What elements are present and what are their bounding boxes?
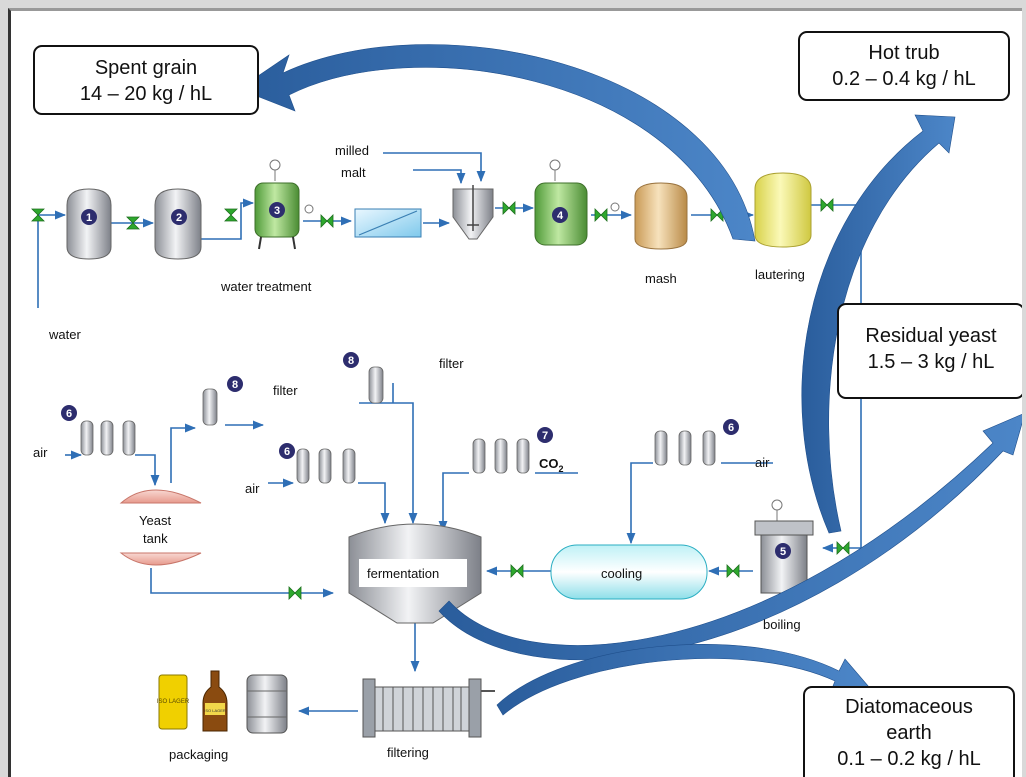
label-lautering: lautering: [755, 267, 805, 282]
label-filter-2: filter: [439, 356, 464, 371]
filter-press: [362, 678, 495, 738]
water-tank-1: 1: [66, 188, 112, 260]
badge-1: [81, 209, 97, 225]
callout-hot-trub: Hot trub 0.2 – 0.4 kg / hL: [798, 31, 1010, 101]
mash-tank: [634, 182, 688, 250]
badge-3: [269, 202, 285, 218]
callout-diatomaceous-title-2: earth: [886, 722, 932, 744]
pressure-gauge-icon: [771, 499, 783, 511]
label-filtering: filtering: [387, 745, 429, 760]
beer-can-icon: [158, 674, 188, 730]
filter-cartridges: [80, 366, 716, 484]
svg-text:2: 2: [176, 212, 182, 224]
beer-keg-icon: [246, 674, 288, 734]
residual-yeast-arrow: [438, 413, 1022, 661]
svg-text:1: 1: [86, 212, 92, 224]
svg-text:3: 3: [274, 205, 280, 217]
label-filter-1: filter: [273, 383, 298, 398]
valves-top: [31, 198, 850, 600]
callout-spent-grain: Spent grain 14 – 20 kg / hL: [33, 45, 259, 115]
svg-text:5: 5: [780, 546, 786, 558]
label-air-3: air: [755, 455, 770, 470]
diagram-frame: 1 2 3 4: [8, 8, 1022, 777]
callout-residual-yeast: Residual yeast 1.5 – 3 kg / hL: [837, 303, 1022, 399]
label-packaging: packaging: [169, 747, 228, 762]
svg-text:7: 7: [542, 430, 548, 442]
pressure-gauge-icon: [304, 204, 314, 214]
callout-diatomaceous-title-1: Diatomaceous: [845, 696, 973, 718]
callout-hot-trub-title: Hot trub: [868, 42, 940, 64]
label-mash: mash: [645, 271, 677, 286]
callout-hot-trub-amount: 0.2 – 0.4 kg / hL: [832, 68, 976, 90]
svg-text:ISO LAGER: ISO LAGER: [204, 708, 226, 713]
cooling-vessel: [550, 544, 708, 600]
label-water-treatment: water treatment: [220, 279, 312, 294]
beer-bottle-icon: [202, 670, 228, 732]
badge-5: [775, 543, 791, 559]
label-air-1: air: [33, 445, 48, 460]
callout-residual-yeast-amount: 1.5 – 3 kg / hL: [867, 351, 995, 373]
label-water: water: [48, 327, 81, 342]
label-milled: milled: [335, 143, 369, 158]
callout-diatomaceous-earth: Diatomaceous earth 0.1 – 0.2 kg / hL: [803, 686, 1015, 777]
water-treatment-vessel: 3: [254, 159, 314, 250]
label-yeast-tank-1: Yeast: [139, 513, 171, 528]
label-fermentation: fermentation: [367, 566, 439, 581]
svg-text:ISO LAGER: ISO LAGER: [157, 699, 190, 705]
label-cooling: cooling: [601, 566, 642, 581]
malt-mixing-vessel: [452, 185, 494, 240]
packaging-products: ISO LAGER ISO LAGER: [157, 670, 288, 734]
svg-text:8: 8: [348, 355, 354, 367]
badge-4: [552, 207, 568, 223]
yeast-tank: [119, 489, 202, 566]
callout-residual-yeast-title: Residual yeast: [865, 325, 997, 347]
svg-text:6: 6: [284, 446, 290, 458]
svg-text:6: 6: [66, 408, 72, 420]
diagram-labels: milled malt water treatment mash lauteri…: [33, 143, 805, 762]
svg-text:8: 8: [232, 379, 238, 391]
pressure-gauge-icon: [549, 159, 561, 171]
pressure-gauge-icon: [269, 159, 281, 171]
boiling-kettle: 5: [754, 499, 814, 594]
callout-spent-grain-amount: 14 – 20 kg / hL: [79, 83, 213, 105]
callout-diatomaceous-amount: 0.1 – 0.2 kg / hL: [837, 748, 981, 770]
label-boiling: boiling: [763, 617, 801, 632]
brewing-process-diagram: 1 2 3 4: [31, 44, 1022, 762]
lautering-tun: [754, 172, 812, 248]
svg-text:6: 6: [728, 422, 734, 434]
label-yeast-tank-2: tank: [143, 531, 168, 546]
badge-2: [171, 209, 187, 225]
hot-trub-arrow: [801, 114, 956, 534]
number-badges: 6 8 8 6 7 6: [61, 352, 739, 459]
label-air-2: air: [245, 481, 260, 496]
label-co2: CO2: [539, 456, 564, 474]
fermentation-vessel: [348, 523, 482, 624]
mash-copper-vessel: 4: [534, 159, 620, 246]
water-tank-2: 2: [154, 188, 202, 260]
pressure-gauge-icon: [610, 202, 620, 212]
label-malt: malt: [341, 165, 366, 180]
callout-spent-grain-title: Spent grain: [94, 57, 198, 79]
svg-text:4: 4: [557, 210, 564, 222]
